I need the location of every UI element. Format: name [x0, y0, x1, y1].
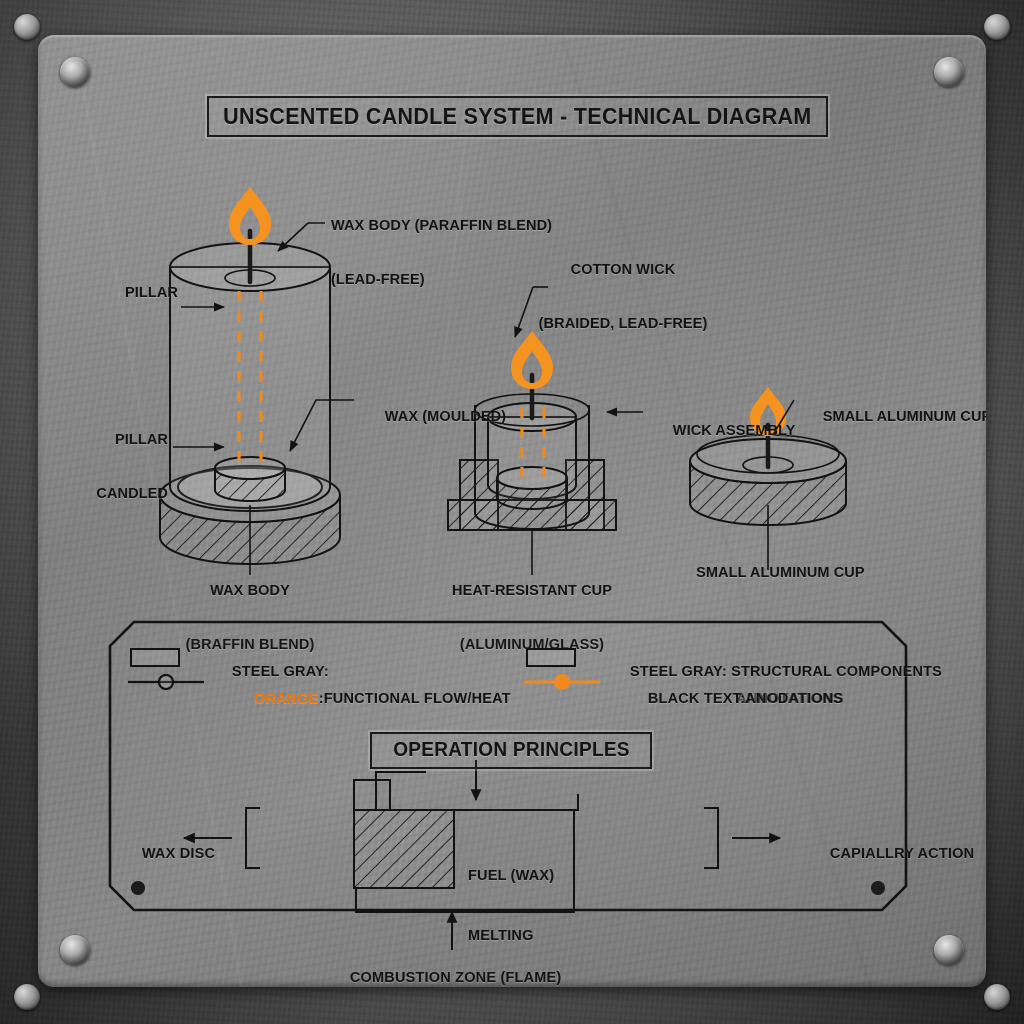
- rivet-inner-top-left: [60, 57, 90, 87]
- inner-panel: UNSCENTED CANDLE SYSTEM - TECHNICAL DIAG…: [38, 35, 986, 987]
- page-title: UNSCENTED CANDLE SYSTEM - TECHNICAL DIAG…: [223, 103, 812, 129]
- figure-votive-candle: [447, 286, 643, 575]
- label-wick-assembly-text: WICK ASSEMBLY: [672, 423, 796, 439]
- label-small-aluminum-cup: SMALL ALUMINUM CUP: [798, 390, 986, 444]
- rivet-outer-top-left: [14, 14, 40, 40]
- legend-right-row1: STEEL GRAY: STRUCTURAL COMPONENTS: [596, 648, 942, 696]
- operation-center-line2: MELTING: [468, 928, 534, 944]
- legend-left-row2: ORANGE:FUNCTIONAL FLOW/HEAT: [220, 675, 511, 723]
- caption-pillar-line2: (BRAFFIN BLEND): [150, 636, 350, 654]
- legend-panel-dot-bottom-left: [131, 881, 145, 895]
- legend-left-row1: STEEL GRAY:: [198, 648, 329, 696]
- label-cotton-wick: COTTON WICK (BRAIDED, LEAD-FREE): [493, 225, 753, 369]
- label-pillar-text: PILLAR: [125, 285, 178, 301]
- legend-swatch-steel-gray-left: [130, 648, 180, 667]
- label-wick-assembly: WICK ASSEMBLY: [648, 404, 796, 458]
- operation-principles-title-box: OPERATION PRINCIPLES: [370, 732, 652, 769]
- label-cotton-wick-line2: (BRAIDED, LEAD-FREE): [538, 316, 708, 332]
- rivet-inner-bottom-left: [60, 935, 90, 965]
- operation-principles-title: OPERATION PRINCIPLES: [392, 739, 630, 761]
- caption-pillar: WAX BODY (BRAFFIN BLEND): [150, 546, 350, 690]
- legend-panel-dot-bottom-right: [871, 881, 885, 895]
- operation-left-label-text: WAX DISC: [141, 846, 216, 862]
- rivet-outer-top-right: [984, 14, 1010, 40]
- figure-pillar-candle: [159, 187, 354, 575]
- operation-center-label: FUEL (WAX) MELTING: [468, 826, 554, 986]
- label-wax-moulded-text: WAX (MOULDED): [384, 409, 507, 425]
- operation-flow-graphics: [182, 760, 782, 950]
- label-wax-body-line1: WAX BODY (PARAFFIN BLEND): [331, 218, 553, 234]
- rivet-outer-bottom-left: [14, 984, 40, 1010]
- legend-right-row1-label: STEEL GRAY: [629, 664, 722, 680]
- legend-marker-orange-flow: [128, 673, 204, 691]
- operation-bottom-label: COMBUSTION ZONE (FLAME): [316, 954, 561, 987]
- label-pillar-candled: PILLAR CANDLED: [48, 395, 168, 539]
- legend-left-row2-label: ORANGE: [253, 691, 319, 707]
- legend-operation-panel: STEEL GRAY: ORANGE:FUNCTIONAL FLOW/HEAT …: [108, 620, 974, 986]
- legend-swatch-steel-gray-right: [526, 648, 576, 667]
- legend-right-row2-desc: ANODATIONS: [745, 691, 844, 707]
- caption-votive-line1: HEAT-RESISTANT CUP: [452, 583, 612, 599]
- figure-tealight-candle: [689, 387, 847, 570]
- legend-left-row1-label: STEEL GRAY:: [231, 664, 329, 680]
- caption-pillar-line1: WAX BODY: [210, 583, 290, 599]
- legend-panel-frame: [108, 620, 908, 950]
- rivet-inner-top-right: [934, 57, 964, 87]
- operation-right-label: CAPIALLRY ACTION: [796, 830, 974, 878]
- rivet-outer-bottom-right: [984, 984, 1010, 1010]
- label-pillar-candled-line2: CANDLED: [96, 486, 168, 502]
- caption-tealight-text: SMALL ALUMINUM CUP: [696, 565, 865, 581]
- legend-right-row1-sep: :: [721, 664, 727, 680]
- operation-right-label-text: CAPIALLRY ACTION: [829, 846, 975, 862]
- diagram-title-box: UNSCENTED CANDLE SYSTEM - TECHNICAL DIAG…: [207, 96, 828, 137]
- legend-right-row1-desc: STRUCTURAL COMPONENTS: [731, 664, 943, 680]
- label-pillar-candled-line1: PILLAR: [115, 432, 168, 448]
- candle-diagram-svg: [159, 187, 847, 575]
- operation-center-line1: FUEL (WAX): [468, 868, 555, 884]
- legend-left-row2-desc: FUNCTIONAL FLOW/HEAT: [323, 691, 511, 707]
- operation-bottom-label-text: COMBUSTION ZONE (FLAME): [349, 970, 562, 986]
- caption-votive: HEAT-RESISTANT CUP (ALUMINUM/GLASS): [412, 546, 652, 690]
- label-small-aluminum-cup-text: SMALL ALUMINUM CUP: [822, 409, 986, 425]
- legend-panel-outline: [108, 620, 908, 912]
- legend-left-row2-sep: :: [318, 691, 324, 707]
- label-wax-body: WAX BODY (PARAFFIN BLEND) (LEAD-FREE): [331, 181, 552, 325]
- legend-right-row2-desc-overlay: ANNOTATIONS: [736, 691, 843, 707]
- legend-right-row2-label: BLACK TEXT: [647, 691, 741, 707]
- label-cotton-wick-line1: COTTON WICK: [570, 262, 676, 278]
- rivet-inner-bottom-right: [934, 935, 964, 965]
- legend-right-row2-sep: :: [740, 691, 746, 707]
- label-wax-moulded: WAX (MOULDED): [360, 390, 506, 444]
- legend-marker-black-text: [524, 674, 600, 690]
- caption-tealight: SMALL ALUMINUM CUP: [658, 546, 878, 600]
- operation-left-label: WAX DISC: [108, 830, 215, 878]
- label-wax-body-line2: (LEAD-FREE): [331, 272, 425, 288]
- label-pillar: PILLAR: [78, 266, 178, 320]
